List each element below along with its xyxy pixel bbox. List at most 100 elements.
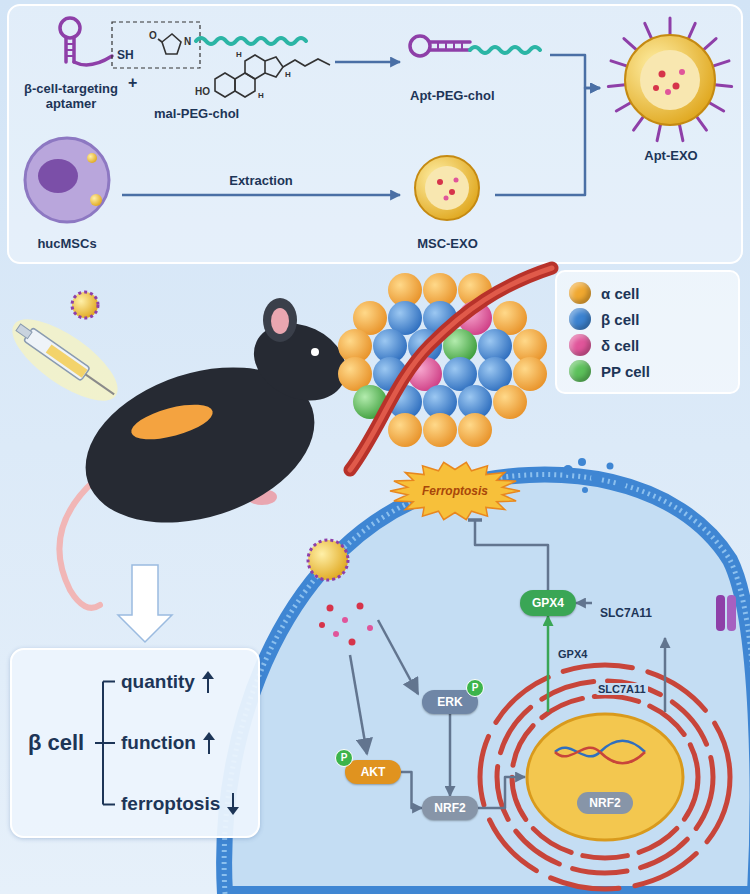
beta-cell <box>224 458 750 894</box>
beta-cell-part <box>582 487 588 493</box>
cholesterol-part <box>265 57 283 77</box>
trend-arrow-line <box>207 677 209 693</box>
internalized-exosome-part <box>350 655 367 754</box>
apt-peg-chol-illustration-part-part <box>410 36 430 56</box>
apt-exosome-node: Apt-EXO <box>600 12 742 164</box>
beta-cell-part <box>591 473 601 483</box>
apt-exosome-core <box>625 35 715 125</box>
internalized-exosome-part <box>342 617 348 623</box>
dna-strand <box>555 741 645 757</box>
islet-part <box>388 413 422 447</box>
aptamer-illustration-part <box>66 44 74 56</box>
msc-exosome-part <box>454 178 459 183</box>
hucmsc-cell-part <box>90 194 102 206</box>
top-panel <box>8 5 742 263</box>
apt-exosome-part <box>669 18 672 35</box>
outcome-label: ferroptosis <box>121 793 220 815</box>
pill-label: GPX4 <box>532 596 564 610</box>
trend-arrow <box>226 792 240 816</box>
hucmsc-cell <box>25 138 109 222</box>
beta-cell-part <box>607 463 614 470</box>
node-label: hucMSCs <box>12 236 122 252</box>
legend-label: δ cell <box>601 337 639 354</box>
connector <box>576 602 592 605</box>
diagram-label: HO <box>195 86 210 97</box>
node-label: mal-PEG-chol <box>150 106 335 122</box>
apt-exosome-part <box>611 61 627 66</box>
apt-exosome-core-part <box>625 35 715 125</box>
mouse <box>59 298 358 608</box>
beta-cell-part <box>618 480 626 488</box>
node-label: MSC-EXO <box>400 236 495 252</box>
aptamer-illustration-part <box>74 56 112 65</box>
kinase-pill: AKTP <box>345 760 401 784</box>
apt-peg-chol-illustration-part <box>470 47 540 53</box>
connector <box>664 638 667 712</box>
apt-exosome-part <box>713 61 729 66</box>
diagram-label: H <box>236 50 242 59</box>
mouse-part <box>271 308 289 334</box>
edge-label: Extraction <box>229 173 293 188</box>
connector <box>335 61 400 64</box>
apt-exosome-core-part <box>659 71 666 78</box>
beta-cell-part <box>563 465 573 475</box>
apt-exosome-part <box>709 103 724 112</box>
legend-row: PP cell <box>569 358 726 384</box>
msc-exosome-part <box>449 189 455 195</box>
peg-chain-part <box>196 38 306 44</box>
internalized-exosome-part <box>367 625 373 631</box>
dashed-box <box>112 22 200 68</box>
badge-label: P <box>341 753 348 763</box>
apt-exosome-part <box>657 124 661 141</box>
apt-exosome-core-part <box>640 50 700 110</box>
apt-exosome-part <box>624 39 637 50</box>
maleimide <box>158 34 181 54</box>
islet <box>338 268 552 470</box>
beta-cell-part <box>224 475 750 894</box>
apt-exosome-part <box>634 116 644 130</box>
apt-exosome-part <box>696 116 706 130</box>
nucleus-shape <box>525 712 685 842</box>
factor-pill: NRF2 <box>422 796 478 820</box>
syringe-part-part <box>24 328 91 381</box>
node-label: β-cell-targeting aptamer <box>15 81 127 112</box>
internalized-exosome-part <box>319 622 325 628</box>
msc-exosome <box>415 156 479 220</box>
bracket <box>95 650 119 836</box>
connector <box>550 55 600 88</box>
node-label: Apt-EXO <box>600 148 742 164</box>
node-label: Apt-PEG-chol <box>400 88 550 104</box>
apt-exosome-part <box>645 23 652 39</box>
apt-exosome-part <box>679 124 683 141</box>
badge-label: P <box>472 683 479 693</box>
syringe <box>0 292 129 415</box>
down-arrow <box>118 565 172 642</box>
ferroptosis-burst: Ferroptosis <box>390 462 520 520</box>
trend-arrow-line <box>208 738 210 754</box>
legend-label: PP cell <box>601 363 650 380</box>
msc-exosome-part <box>415 156 479 220</box>
pill-label: AKT <box>361 765 386 779</box>
cholesterol-part <box>283 59 330 67</box>
hucmsc-cell-part <box>25 138 109 222</box>
apt-exosome-core-part <box>679 69 685 75</box>
diagram-label: O <box>149 30 157 41</box>
diagram-label: GPX4 <box>556 648 589 660</box>
outcome-row: ferroptosis <box>121 792 240 816</box>
hucmsc-cell-part <box>38 159 78 193</box>
syringe-part-part <box>16 324 32 339</box>
kinase-pill: ERKP <box>422 690 478 714</box>
legend-row: β cell <box>569 306 726 332</box>
transporter-icon <box>714 593 738 633</box>
apt-peg-chol-illustration <box>410 36 540 56</box>
transporter-node: SLC7A11 <box>592 588 742 638</box>
stem-cell-node: hucMSCs <box>12 130 122 252</box>
connector <box>547 616 550 712</box>
apt-peg-chol-illustration-part-part <box>430 42 470 50</box>
mouse-part <box>128 398 216 447</box>
hucmsc-cell-part <box>87 153 97 163</box>
islet-part <box>423 413 457 447</box>
connector <box>475 520 548 590</box>
cell-title: β cell <box>28 730 84 756</box>
